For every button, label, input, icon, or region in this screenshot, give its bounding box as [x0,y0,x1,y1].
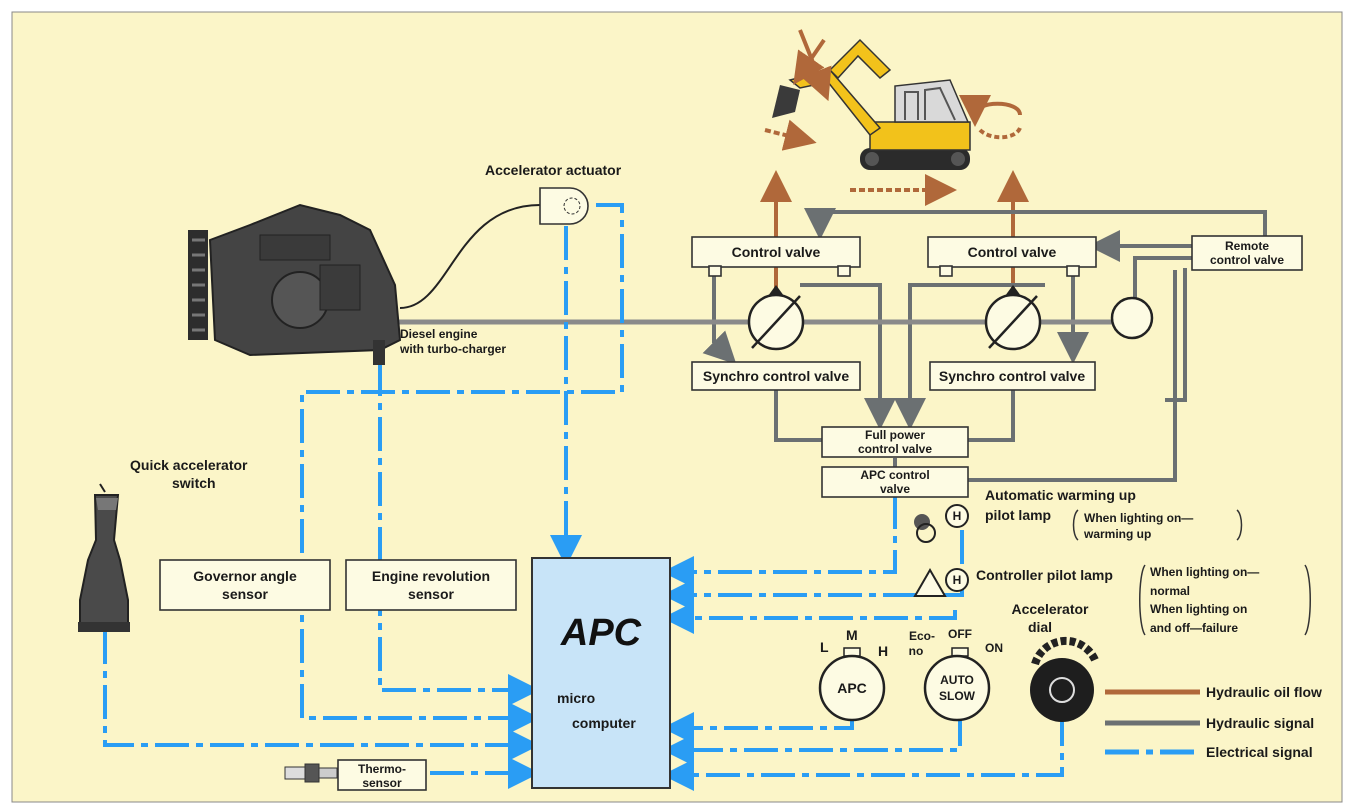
controller-note-2: normal [1150,584,1190,598]
warming-note-1: When lighting on— [1084,511,1193,525]
excavator-icon [772,38,971,170]
excavator-motion-arrows-icon [764,29,1022,206]
legend-electrical-label: Electrical signal [1206,744,1313,760]
pump-left-icon [747,285,805,351]
full-power-control-valve-box [821,426,969,458]
control-valve-right-label: Control valve [968,244,1057,260]
apc-control-valve-box [821,466,969,498]
diesel-engine-label-1: Diesel engine [400,327,478,341]
apc-dial-switch-icon [818,647,886,722]
engine-rev-label-2: sensor [408,586,454,602]
control-valve-left-box [691,236,861,268]
controller-note-4: and off—failure [1150,621,1238,635]
synchro-right-label: Synchro control valve [939,368,1085,384]
quick-accel-label-1: Quick accelerator [130,457,248,473]
warming-lamp-label-1: Automatic warming up [985,487,1136,503]
diesel-engine-label-2: with turbo-charger [399,342,506,356]
apc-switch-label: APC [837,680,867,696]
warming-note-2: warming up [1083,527,1151,541]
full-power-label-1: Full power [865,428,925,442]
accelerator-dial-icon [1030,636,1099,722]
controller-note-3: When lighting on [1150,602,1247,616]
controller-note-bracket [1139,564,1311,636]
synchro-control-valve-left-box [691,361,861,391]
engine-revolution-sensor-box [345,559,517,611]
warming-lamp-label-2: pilot lamp [985,507,1051,523]
apc-control-label-1: APC control [860,468,929,482]
control-valve-left-label: Control valve [732,244,821,260]
governor-label-2: sensor [222,586,268,602]
synchro-control-valve-right-box [929,361,1096,391]
warming-up-pilot-lamp-icon [914,504,969,543]
apc-title: APC [560,612,642,654]
on-label: ON [985,641,1003,655]
controller-note-1: When lighting on— [1150,565,1259,579]
auto-slow-switch-icon [923,647,991,722]
remote-control-valve-label-1: Remote [1225,239,1269,253]
controller-pilot-lamp-icon [913,567,969,597]
accelerator-dial-label-2: dial [1028,619,1052,635]
legend-oil-label: Hydraulic oil flow [1206,684,1322,700]
warming-note-bracket [1072,509,1243,541]
pump-right-icon [984,285,1042,351]
governor-angle-sensor-box [159,559,331,611]
engine-rev-label-1: Engine revolution [372,568,490,584]
thermo-sensor-label-1: Thermo- [358,762,406,776]
diesel-engine-icon [188,203,402,365]
governor-label-1: Governor angle [193,568,297,584]
control-valve-right-box [927,236,1097,268]
apc-switch-l: L [820,639,829,655]
legend-signal-label: Hydraulic signal [1206,715,1314,731]
eco-label-1: Eco- [909,629,935,643]
apc-switch-h: H [878,643,888,659]
thermo-sensor-label-2: sensor [362,776,402,790]
joystick-icon [78,494,130,632]
auto-slow-label-1: AUTO [940,673,974,687]
apc-switch-m: M [846,627,858,643]
remote-control-valve-box [1191,235,1303,271]
accelerator-actuator [539,187,589,225]
quick-accel-label-2: switch [172,475,216,491]
synchro-left-label: Synchro control valve [703,368,849,384]
pilot-pump-icon [1110,296,1154,340]
controller-lamp-label: Controller pilot lamp [976,567,1113,583]
micro-computer-label-1: micro [557,690,595,706]
micro-computer-label-2: computer [572,715,636,731]
controller-lamp-letter: H [953,573,962,587]
diagram-background [11,11,1343,803]
accelerator-actuator-label: Accelerator actuator [485,162,622,178]
off-label: OFF [948,627,972,641]
thermo-sensor-probe-icon [284,763,338,783]
thermo-sensor-box [337,759,427,791]
remote-control-valve-label-2: control valve [1210,253,1284,267]
accelerator-dial-label-1: Accelerator [1011,601,1089,617]
apc-control-label-2: valve [880,482,910,496]
warming-lamp-letter: H [953,509,962,523]
apc-micro-computer-box [531,557,671,789]
eco-label-2: no [909,644,924,658]
full-power-label-2: control valve [858,442,932,456]
auto-slow-label-2: SLOW [939,689,976,703]
